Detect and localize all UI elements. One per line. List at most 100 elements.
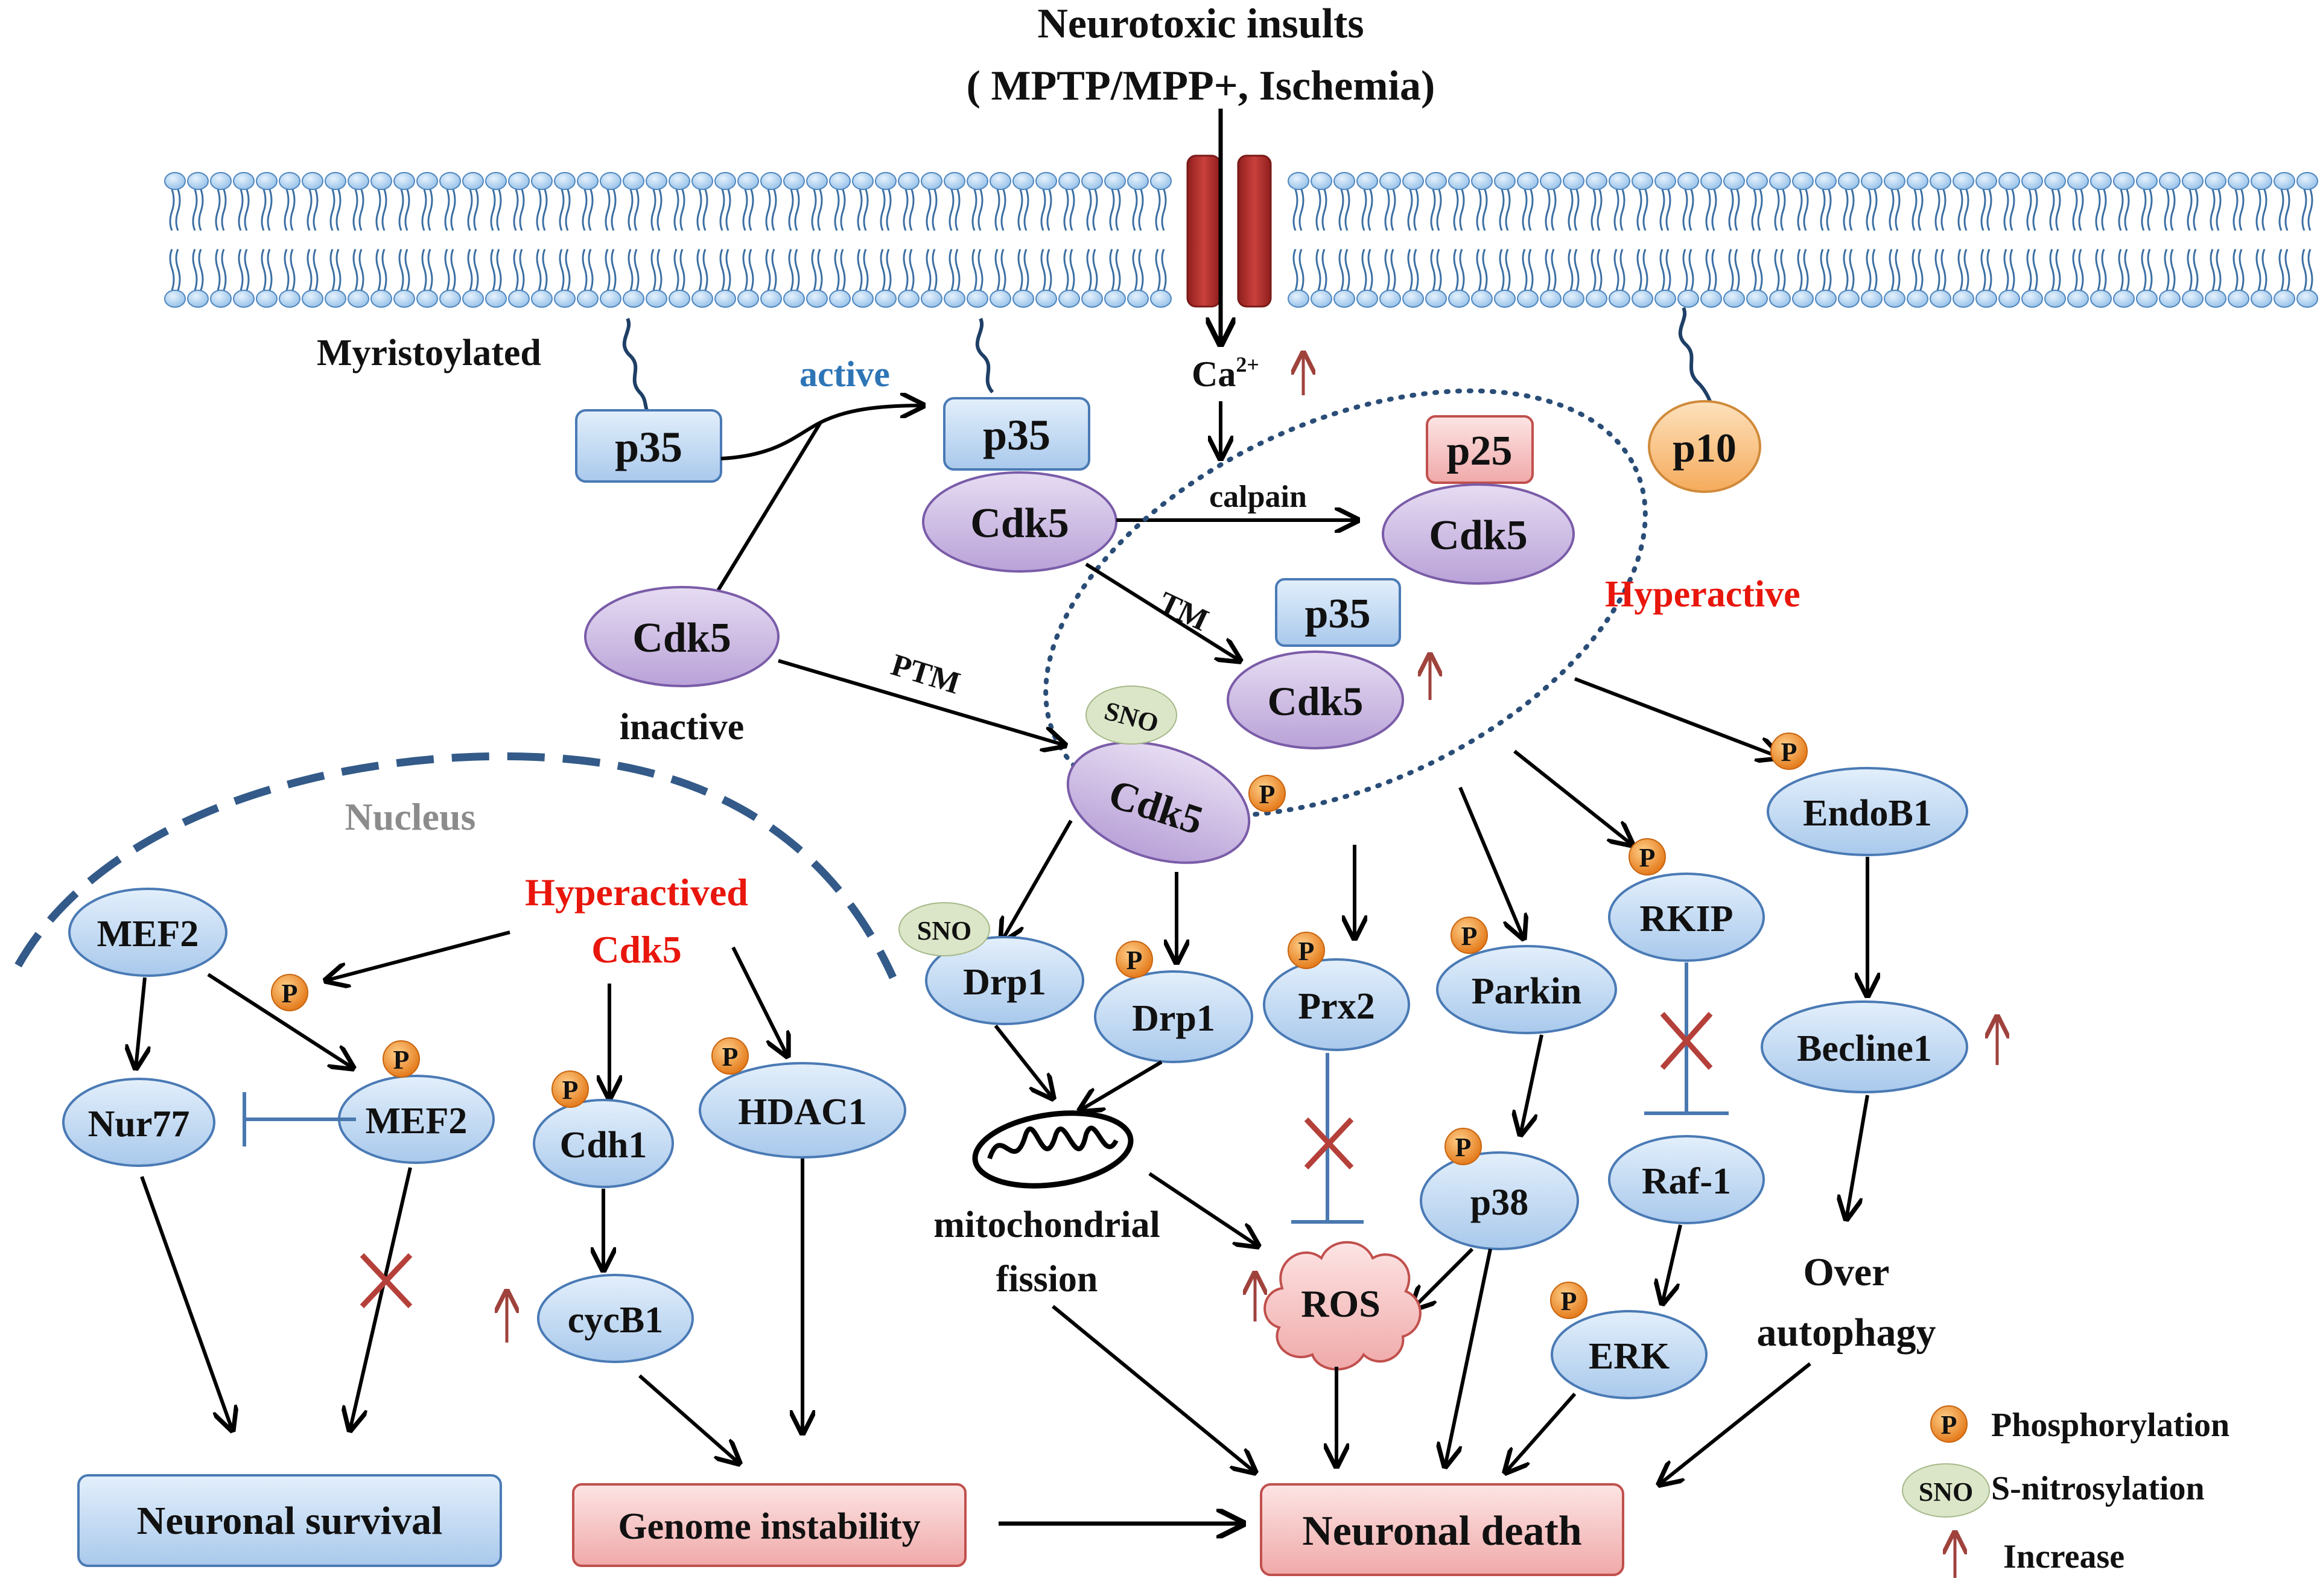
arrow-to-parkin: [1458, 786, 1524, 938]
svg-text:p35: p35: [983, 411, 1050, 459]
mef2-to-mef2p-arrow: [207, 973, 353, 1068]
cdk5-inactive-node: Cdk5: [584, 586, 780, 687]
phospho-badge-rkip: P: [1629, 838, 1666, 876]
svg-text:Parkin: Parkin: [1472, 971, 1582, 1012]
endob1-node: EndoB1: [1767, 767, 1968, 856]
svg-text:Cdk5: Cdk5: [1429, 512, 1527, 559]
svg-text:P: P: [1561, 1286, 1577, 1316]
phospho-badge-cdk5: P: [1248, 775, 1286, 812]
svg-text:P: P: [1639, 843, 1656, 873]
mef2-top-node: MEF2: [68, 888, 227, 977]
svg-text:P: P: [1127, 946, 1143, 975]
svg-text:RKIP: RKIP: [1640, 898, 1734, 939]
svg-text:P: P: [282, 979, 298, 1008]
cycb1-to-genome-arrow: [638, 1374, 739, 1463]
cycb1-node: cycB1: [537, 1274, 694, 1363]
p35-top-box: p35: [943, 397, 1090, 471]
legend-phospho-icon: P: [1930, 1405, 1968, 1443]
erk-to-death-arrow: [1505, 1393, 1577, 1472]
over-autophagy-line1: Over: [1803, 1250, 1890, 1294]
myristoyl-anchor-left: [622, 317, 653, 418]
svg-text:Nur77: Nur77: [88, 1104, 190, 1145]
svg-text:SNO: SNO: [1919, 1477, 1973, 1507]
svg-text:Prx2: Prx2: [1298, 986, 1374, 1027]
blocked-x-icon-rkip: [1660, 1012, 1713, 1070]
p38-node: p38: [1420, 1151, 1579, 1250]
svg-text:EndoB1: EndoB1: [1803, 793, 1932, 834]
cdh1-node: Cdh1: [533, 1099, 674, 1188]
phospho-badge-endob1: P: [1770, 733, 1808, 770]
svg-text:Neuronal death: Neuronal death: [1302, 1508, 1581, 1554]
svg-text:p35: p35: [615, 423, 682, 471]
svg-text:Drp1: Drp1: [1132, 998, 1215, 1039]
p35-left-box: p35: [575, 409, 722, 483]
mef2p-to-survival-arrow: [350, 1167, 412, 1430]
hyperactived-cdk5-line2: Cdk5: [591, 928, 681, 971]
myristoylated-label: Myristoylated: [317, 332, 541, 374]
becline1-node: Becline1: [1761, 1000, 1968, 1093]
mito-label-line2: fission: [996, 1259, 1098, 1300]
svg-text:Neuronal survival: Neuronal survival: [137, 1499, 443, 1543]
phospho-badge-erk: P: [1550, 1282, 1587, 1319]
drp1-p-node: Drp1: [1094, 970, 1253, 1063]
svg-text:P: P: [1941, 1410, 1957, 1440]
becline1-to-autophagy-arrow: [1846, 1095, 1869, 1219]
svg-text:HDAC1: HDAC1: [738, 1092, 867, 1133]
active-label: active: [799, 354, 890, 394]
hyperactive-label: Hyperactive: [1605, 574, 1800, 615]
parkin-node: Parkin: [1436, 945, 1617, 1034]
tm-arrow: [1085, 562, 1240, 661]
svg-text:P: P: [562, 1075, 579, 1105]
arrow-to-drp1-sno: [1002, 819, 1073, 941]
autophagy-to-death-arrow: [1659, 1362, 1811, 1484]
erk-node: ERK: [1551, 1310, 1708, 1399]
phospho-badge-mef2: P: [383, 1040, 420, 1078]
myristoyl-anchor-top: [975, 317, 994, 394]
myristoyl-anchor-p10: [1678, 307, 1715, 412]
title-line2: ( MPTP/MPP+, Ischemia): [967, 63, 1435, 109]
cdk5-to-active-line: [710, 421, 822, 602]
phospho-badge-prx2: P: [1288, 932, 1325, 969]
svg-text:Drp1: Drp1: [963, 962, 1046, 1003]
sno-badge-cdk5: SNO: [1085, 685, 1177, 745]
prx2-node: Prx2: [1263, 958, 1410, 1051]
svg-text:P: P: [722, 1042, 739, 1072]
svg-text:P: P: [1461, 921, 1478, 951]
sno-badge-drp1: SNO: [898, 902, 990, 956]
hdac1-node: HDAC1: [699, 1062, 906, 1159]
mef2-p-node: MEF2: [338, 1075, 495, 1164]
svg-text:Cdh1: Cdh1: [560, 1125, 647, 1166]
ptm-arrow: [778, 659, 1065, 745]
ros-cloud: ROS: [1263, 1241, 1422, 1371]
mef2-to-nur77-arrow: [136, 977, 145, 1068]
cdk5-sno-node: Cdk5: [1066, 741, 1251, 864]
nucleus-envelope: [14, 752, 897, 979]
svg-text:ROS: ROS: [1301, 1282, 1381, 1325]
legend-phosphorylation: Phosphorylation: [1991, 1407, 2229, 1444]
svg-text:Cdk5: Cdk5: [1268, 678, 1364, 724]
svg-text:Raf-1: Raf-1: [1642, 1161, 1731, 1202]
calpain-label: calpain: [1209, 480, 1307, 514]
legend-sno-icon: SNO: [1902, 1463, 1990, 1518]
mito-to-death-arrow: [1052, 1305, 1255, 1472]
phospho-badge-p38: P: [1444, 1128, 1482, 1165]
cdk5-top-node: Cdk5: [922, 471, 1117, 573]
mitochondrion-icon: [972, 1110, 1134, 1189]
cell-membrane: [164, 172, 2318, 308]
svg-text:MEF2: MEF2: [97, 914, 199, 955]
raf1-to-erk-arrow: [1662, 1224, 1682, 1303]
svg-text:P: P: [1455, 1133, 1472, 1162]
nucleus-label: Nucleus: [345, 795, 476, 838]
phospho-badge-hdac1: P: [711, 1037, 749, 1075]
mito-label-line1: mitochondrial: [933, 1204, 1160, 1245]
mito-to-ros-arrow: [1148, 1172, 1258, 1246]
over-autophagy-line2: autophagy: [1756, 1311, 1936, 1355]
nur77-to-survival-arrow: [140, 1175, 232, 1430]
arrow-to-endob1: [1574, 677, 1780, 757]
p10-node: p10: [1648, 400, 1761, 493]
p38-to-death-arrow: [1445, 1248, 1492, 1466]
ion-channel: [1186, 154, 1272, 308]
svg-text:P: P: [393, 1045, 410, 1075]
svg-text:Cdk5: Cdk5: [970, 500, 1069, 547]
